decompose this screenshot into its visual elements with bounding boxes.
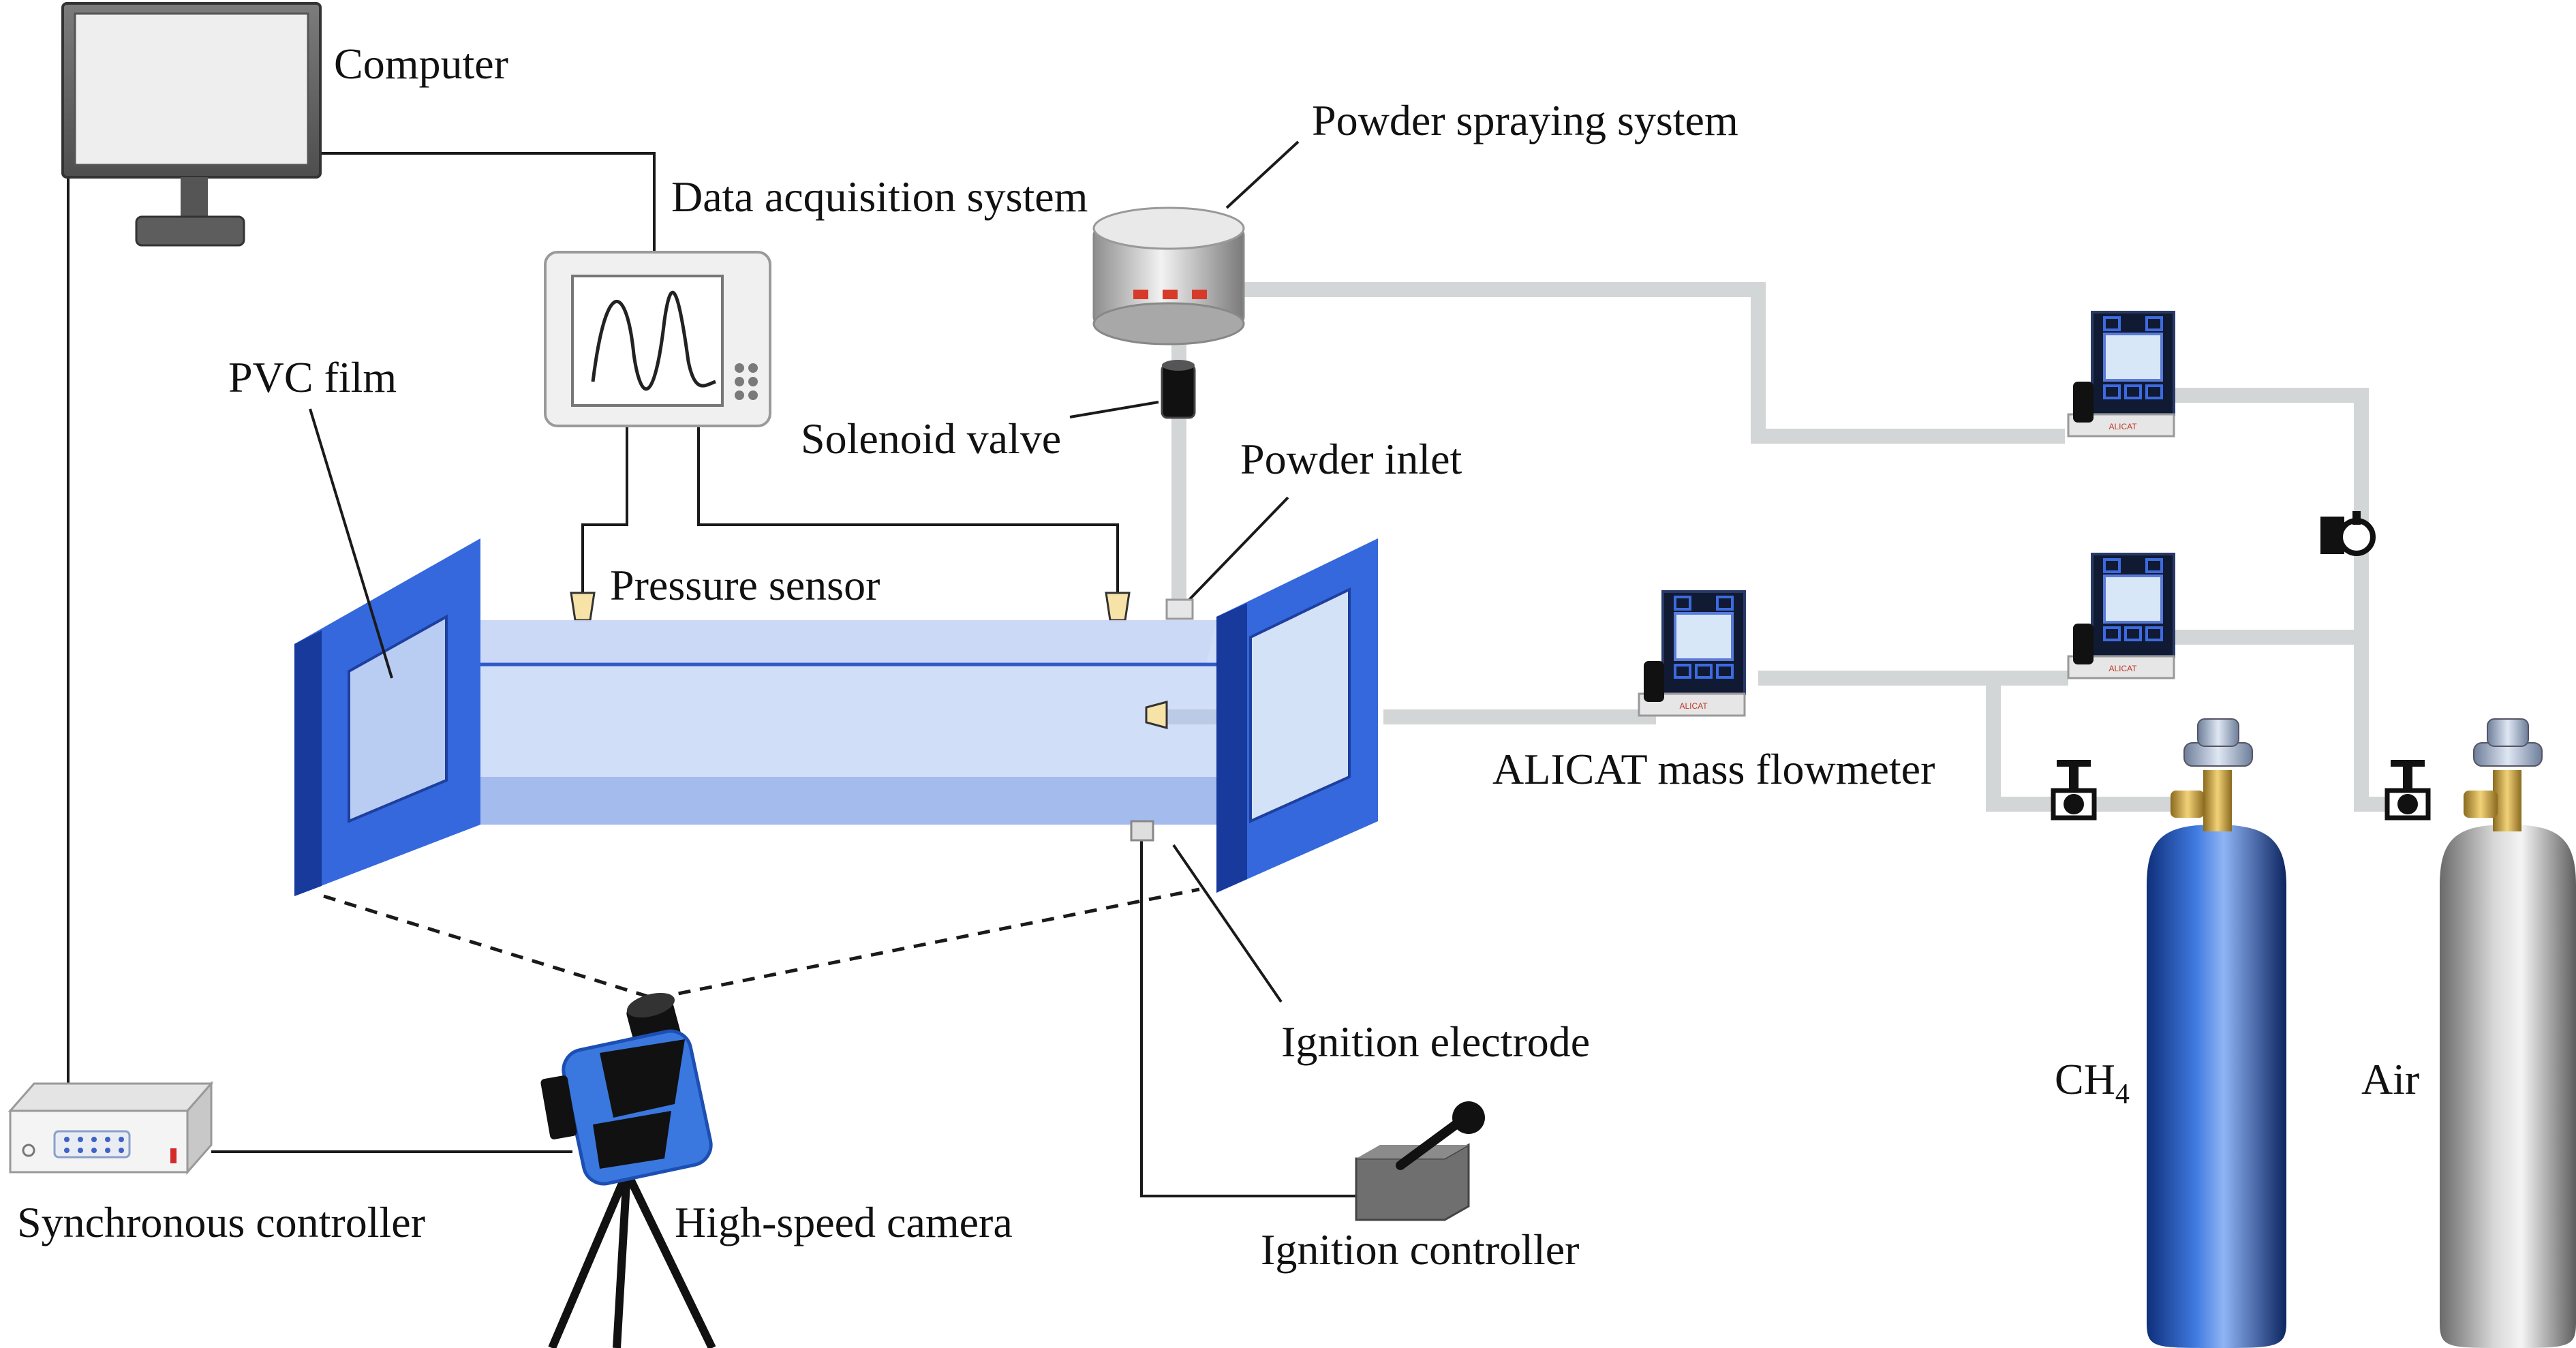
computer-monitor-icon bbox=[61, 2, 322, 247]
high-speed-camera-label: High-speed camera bbox=[675, 1198, 1013, 1246]
pressure-sensor-label: Pressure sensor bbox=[610, 561, 880, 609]
camera-field-of-view bbox=[323, 887, 1200, 1000]
air-label: Air bbox=[2361, 1055, 2419, 1103]
wire-electrode-ignition bbox=[1140, 838, 1356, 1197]
synchronous-controller-label: Synchronous controller bbox=[17, 1198, 425, 1246]
daq-display-icon bbox=[544, 251, 771, 427]
combustion-chamber bbox=[294, 538, 1378, 896]
svg-text:ALICAT: ALICAT bbox=[2109, 422, 2137, 431]
ignition-switch-icon bbox=[1355, 1101, 1485, 1221]
powder-spraying-label: Powder spraying system bbox=[1312, 96, 1738, 144]
leader-pvc-film bbox=[309, 408, 393, 679]
flowmeter-icon: ALICAT bbox=[2067, 311, 2175, 438]
flowmeter-icon: ALICAT bbox=[2067, 553, 2175, 679]
valve-icon bbox=[2320, 511, 2376, 556]
pipe-ch4-valve bbox=[1986, 678, 2188, 812]
tripod-icon bbox=[548, 1170, 716, 1348]
leader-powder-spraying bbox=[1225, 140, 1300, 209]
wire-daq-sensor1 bbox=[581, 426, 628, 593]
chamber-left-frame bbox=[294, 538, 480, 896]
valve-icon bbox=[2385, 760, 2431, 821]
alicat-label: ALICAT mass flowmeter bbox=[1492, 745, 1935, 793]
wire-daq-sensor2 bbox=[697, 426, 1119, 593]
computer-label: Computer bbox=[334, 40, 508, 88]
ch4-label: CH4 bbox=[2055, 1055, 2130, 1110]
leader-ignition-electrode bbox=[1172, 844, 1283, 1003]
pvc-film-label: PVC film bbox=[228, 353, 397, 401]
powder-inlet-port bbox=[1165, 598, 1194, 620]
flowmeter-icon: ALICAT bbox=[1638, 590, 1746, 717]
ignition-electrode-label: Ignition electrode bbox=[1281, 1017, 1590, 1066]
valve-icon bbox=[2051, 760, 2097, 821]
pipe-tank-flowmeter-top bbox=[1244, 282, 2065, 444]
signal-wires bbox=[67, 152, 1356, 1197]
camera-icon bbox=[540, 992, 713, 1186]
ignition-controller-label: Ignition controller bbox=[1261, 1225, 1579, 1274]
gas-cylinder-icon bbox=[2147, 718, 2286, 1348]
solenoid-valve-label: Solenoid valve bbox=[801, 414, 1061, 463]
chamber-right-frame bbox=[1216, 538, 1378, 893]
ignition-electrode-port bbox=[1130, 820, 1154, 842]
powder-inlet-label: Powder inlet bbox=[1240, 435, 1462, 483]
gas-cylinder-icon bbox=[2440, 718, 2576, 1348]
daq-label: Data acquisition system bbox=[671, 172, 1088, 221]
powder-tank-icon bbox=[1092, 206, 1245, 346]
solenoid-valve-icon bbox=[1161, 360, 1196, 419]
leader-solenoid-valve bbox=[1069, 401, 1159, 418]
controller-box-icon bbox=[7, 1081, 214, 1175]
svg-text:ALICAT: ALICAT bbox=[2109, 664, 2137, 673]
svg-text:ALICAT: ALICAT bbox=[1679, 701, 1708, 711]
leader-powder-inlet bbox=[1188, 496, 1289, 601]
wire-computer-daq bbox=[320, 152, 656, 252]
